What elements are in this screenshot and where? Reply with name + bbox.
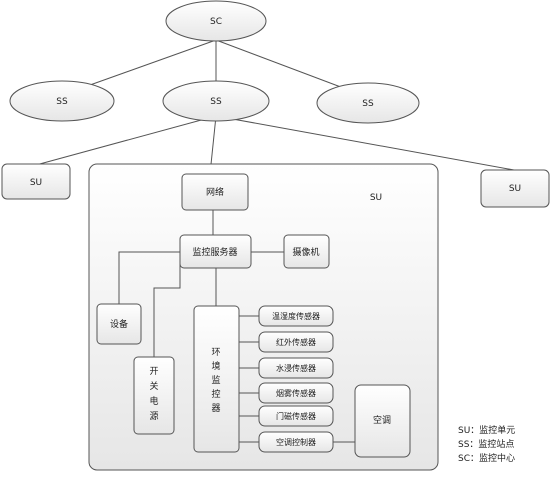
node-env-monitor-char-1: 环 — [211, 347, 220, 358]
node-network-label: 网络 — [206, 186, 224, 198]
node-env-monitor: 环 境 监 控 器 — [193, 305, 240, 453]
node-monitor-server: 监控服务器 — [179, 234, 252, 269]
node-sensor-temp-humidity: 温湿度传感器 — [258, 305, 334, 327]
node-air-conditioner: 空调 — [354, 384, 411, 458]
sensor-water-label: 水浸传感器 — [276, 363, 316, 373]
node-monitor-server-label: 监控服务器 — [192, 246, 237, 258]
node-camera-label: 摄像机 — [292, 246, 319, 258]
sensor-smoke-label: 烟雾传感器 — [276, 388, 316, 398]
node-su-left-label: SU — [30, 178, 42, 188]
legend-item-sc: SC：监控中心 — [458, 454, 515, 464]
node-sensor-door: 门磁传感器 — [258, 405, 334, 427]
node-ss-right-label: SS — [362, 99, 374, 109]
legend: SU：监控单元 SS：监控站点 SC：监控中心 — [458, 424, 515, 466]
sensor-infrared-label: 红外传感器 — [276, 337, 316, 347]
legend-item-ss: SS：监控站点 — [458, 440, 515, 450]
node-sensor-infrared: 红外传感器 — [258, 331, 334, 353]
node-su-right: SU — [480, 169, 550, 208]
node-switch-power-char-4: 源 — [149, 411, 158, 422]
sensor-door-label: 门磁传感器 — [276, 411, 316, 421]
node-env-monitor-char-5: 器 — [211, 403, 220, 414]
node-switch-power-char-1: 开 — [149, 366, 158, 377]
inner-connectors — [118, 210, 355, 443]
node-sensor-smoke: 烟雾传感器 — [258, 382, 334, 404]
node-camera: 摄像机 — [283, 234, 330, 269]
node-ss-center: SS — [162, 80, 270, 122]
node-su-right-label: SU — [509, 184, 521, 194]
su-group-label: SU — [370, 193, 382, 203]
node-ac-controller: 空调控制器 — [258, 431, 334, 453]
node-sc-top: SC — [165, 0, 267, 42]
node-sensor-water: 水浸传感器 — [258, 357, 334, 379]
node-device: 设备 — [96, 303, 142, 345]
node-su-left: SU — [1, 163, 71, 200]
sensor-temp-humidity-label: 温湿度传感器 — [272, 311, 320, 321]
node-air-conditioner-label: 空调 — [373, 414, 391, 426]
node-env-monitor-char-3: 监 — [211, 374, 220, 386]
node-ss-left: SS — [9, 80, 115, 122]
node-sc-top-label: SC — [210, 17, 222, 27]
node-device-label: 设备 — [110, 318, 128, 330]
node-env-monitor-char-2: 境 — [211, 360, 220, 372]
node-ss-right: SS — [316, 82, 420, 124]
node-switch-power-char-3: 电 — [149, 395, 158, 407]
node-env-monitor-char-4: 控 — [211, 388, 220, 400]
node-switch-power-char-2: 关 — [149, 380, 158, 392]
legend-item-su: SU：监控单元 — [458, 426, 516, 436]
node-switch-power: 开 关 电 源 — [133, 356, 175, 435]
node-ss-center-label: SS — [210, 97, 222, 107]
ac-controller-label: 空调控制器 — [276, 437, 316, 447]
node-network: 网络 — [181, 173, 249, 211]
node-ss-left-label: SS — [56, 97, 68, 107]
